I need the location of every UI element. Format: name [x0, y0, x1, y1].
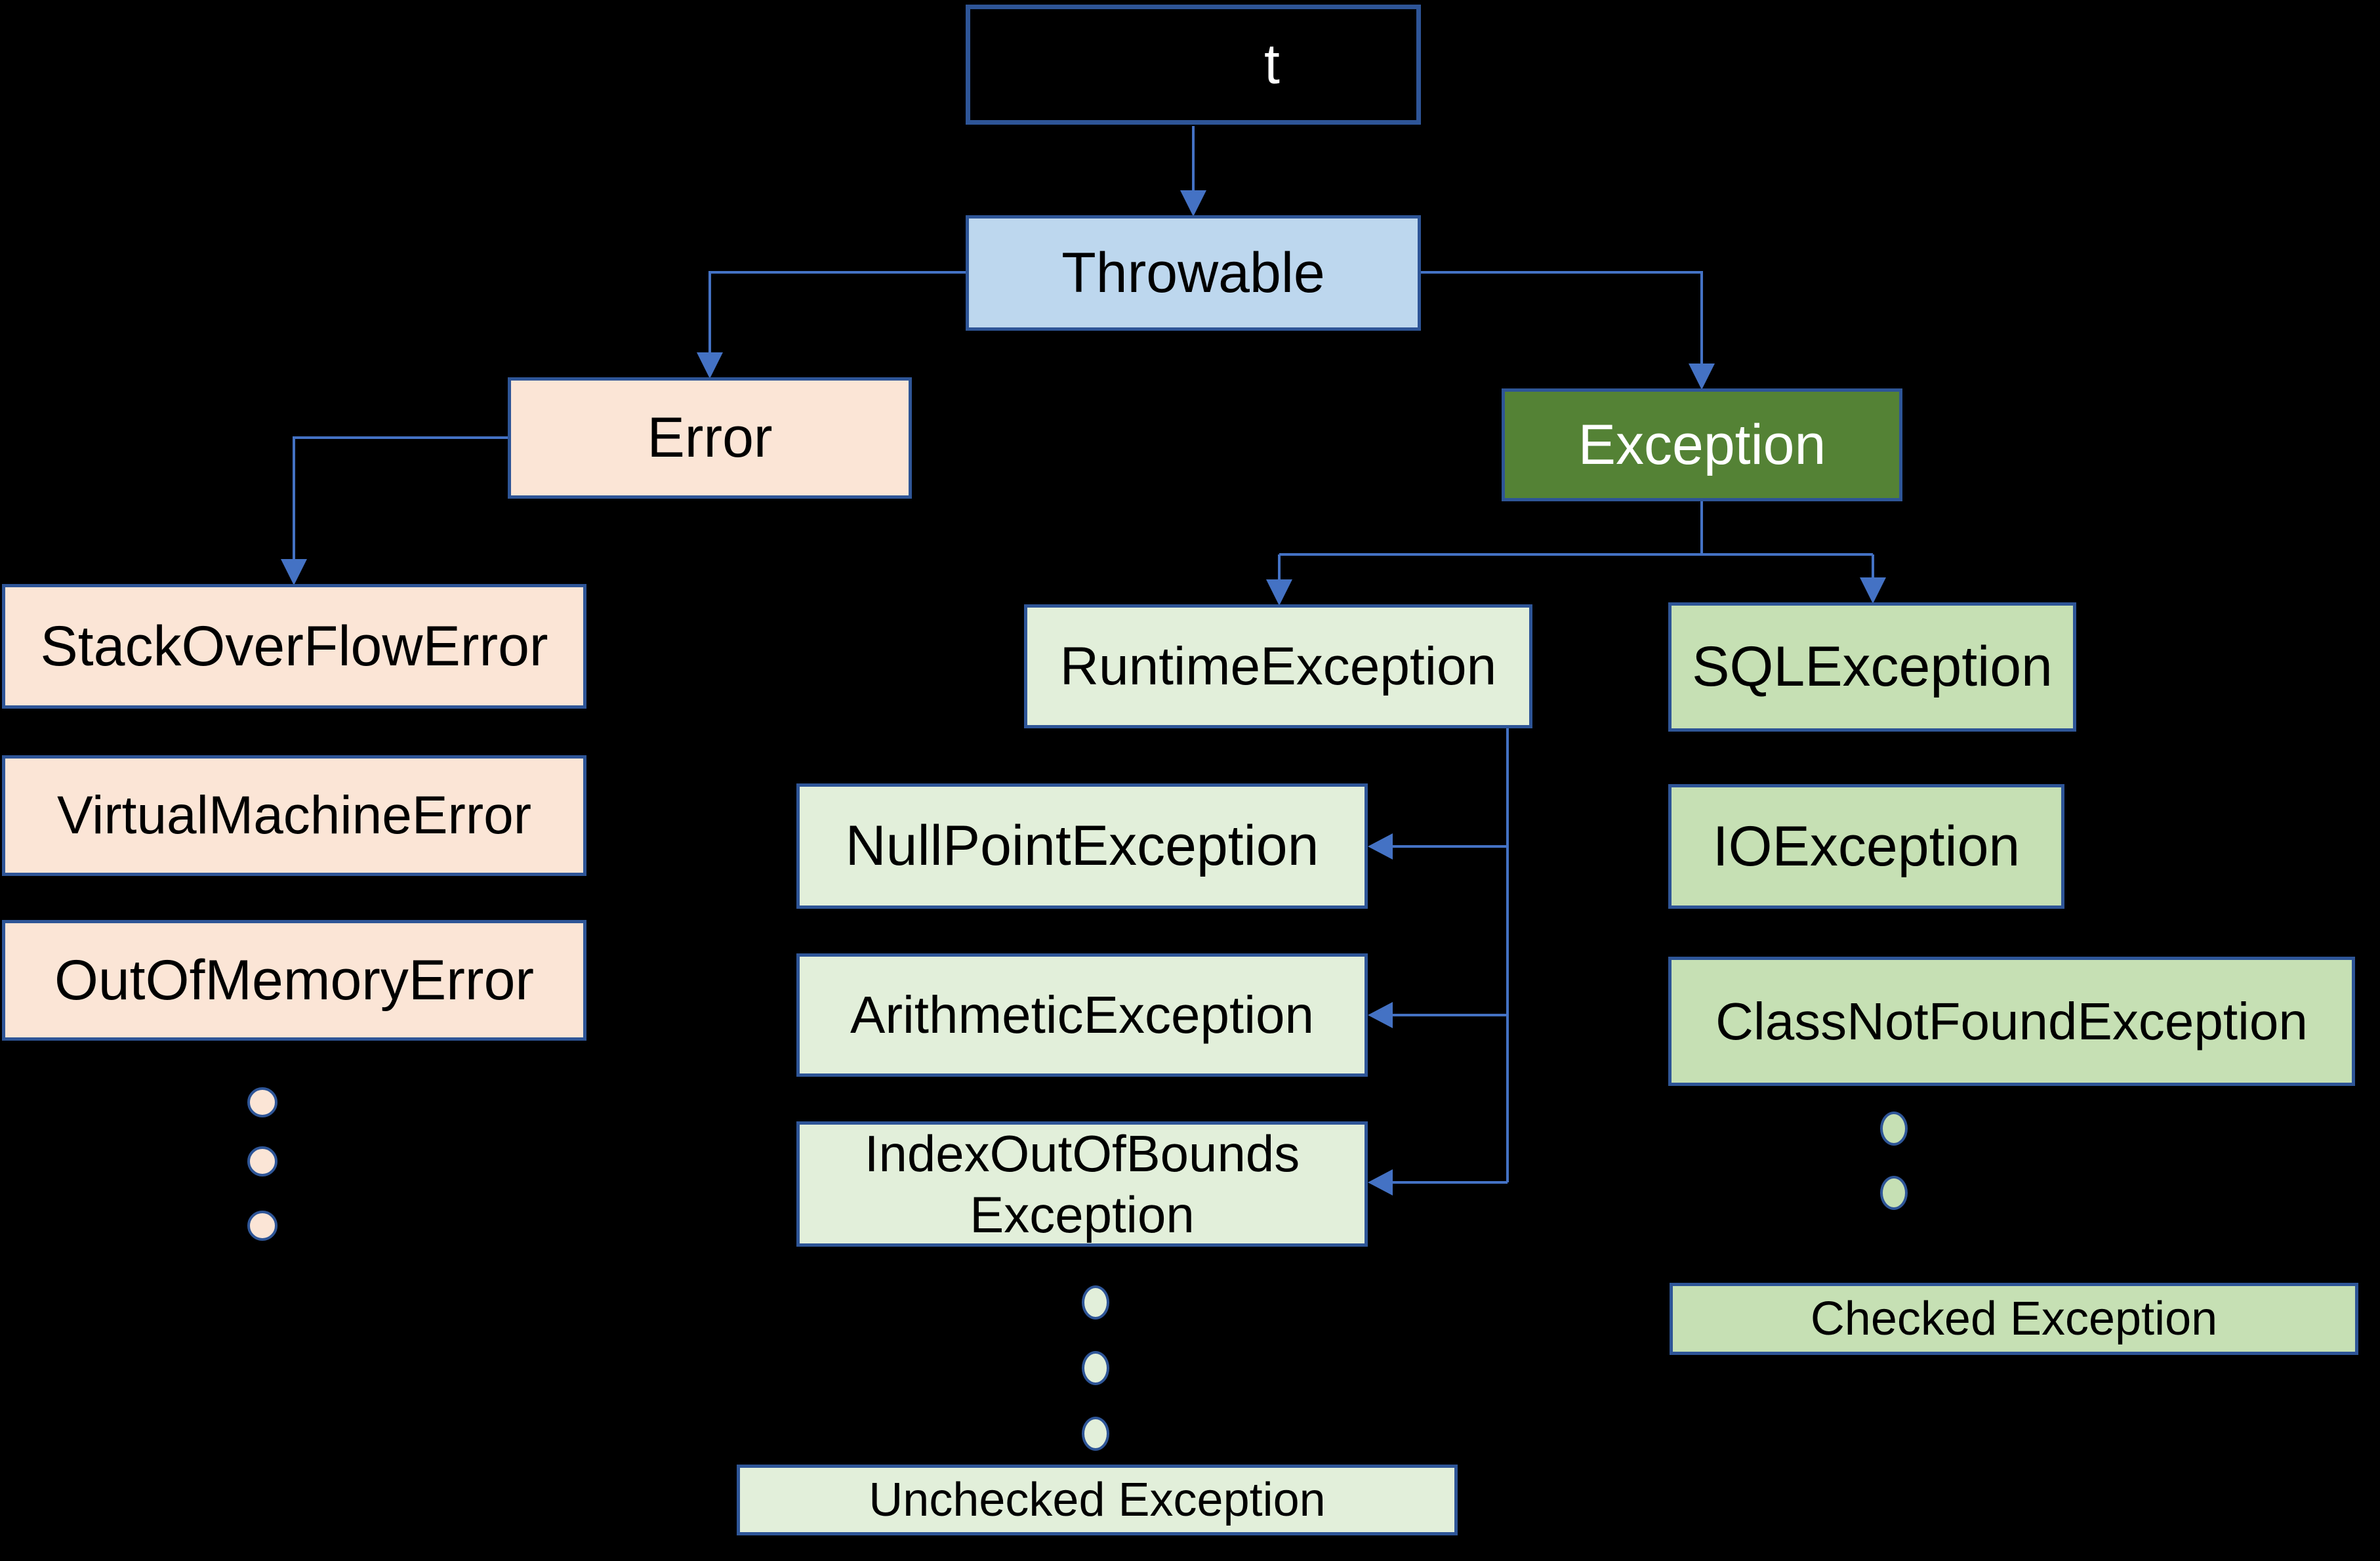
ellipsis-dot [1880, 1112, 1908, 1146]
node-virtual-machine-error: VirtualMachineError [2, 755, 586, 876]
node-sql-exception-label: SQLException [1692, 635, 2053, 698]
node-unchecked-exception: Unchecked Exception [737, 1465, 1458, 1535]
node-index-out-of-bounds-exception: IndexOutOfBounds Exception [796, 1121, 1368, 1247]
node-runtime-exception-label: RuntimeException [1059, 636, 1497, 696]
ellipsis-dot [1082, 1417, 1109, 1451]
arrowheads [281, 190, 1886, 1196]
node-object-root: t [966, 5, 1421, 125]
node-throwable: Throwable [966, 215, 1421, 331]
node-runtime-exception: RuntimeException [1024, 604, 1532, 728]
node-throwable-label: Throwable [1061, 241, 1325, 304]
node-out-of-memory-error: OutOfMemoryError [2, 920, 586, 1041]
node-null-point-exception: NullPointException [796, 783, 1368, 909]
node-stack-overflow-error-label: StackOverFlowError [40, 614, 548, 678]
ellipsis-dot [247, 1146, 277, 1176]
ellipsis-dot [1082, 1285, 1109, 1320]
node-exception: Exception [1502, 388, 1902, 501]
node-object-label: t [1264, 33, 1280, 96]
ellipsis-dot [1082, 1351, 1109, 1385]
node-io-exception-label: IOException [1712, 814, 2021, 878]
node-arithmetic-exception: ArithmeticException [796, 953, 1368, 1077]
node-exception-label: Exception [1578, 413, 1826, 476]
node-index-out-of-bounds-line2: Exception [970, 1185, 1195, 1243]
node-error-label: Error [647, 406, 773, 469]
node-checked-exception-label: Checked Exception [1810, 1293, 2218, 1345]
node-unchecked-exception-label: Unchecked Exception [869, 1474, 1326, 1526]
node-io-exception: IOException [1668, 784, 2064, 909]
node-index-out-of-bounds-line1: IndexOutOfBounds [864, 1125, 1300, 1183]
ellipsis-dot [247, 1087, 277, 1117]
node-error: Error [508, 377, 912, 499]
node-checked-exception: Checked Exception [1670, 1283, 2358, 1355]
node-arithmetic-exception-label: ArithmeticException [850, 986, 1314, 1044]
node-stack-overflow-error: StackOverFlowError [2, 584, 586, 709]
ellipsis-dot [247, 1211, 277, 1241]
node-null-point-exception-label: NullPointException [845, 814, 1319, 877]
node-sql-exception: SQLException [1668, 602, 2076, 732]
node-virtual-machine-error-label: VirtualMachineError [56, 785, 532, 845]
node-class-not-found-exception: ClassNotFoundException [1668, 957, 2355, 1086]
connector-paths [293, 126, 1874, 1184]
ellipsis-dot [1880, 1176, 1908, 1210]
node-out-of-memory-error-label: OutOfMemoryError [54, 948, 535, 1012]
node-class-not-found-exception-label: ClassNotFoundException [1715, 991, 2308, 1051]
